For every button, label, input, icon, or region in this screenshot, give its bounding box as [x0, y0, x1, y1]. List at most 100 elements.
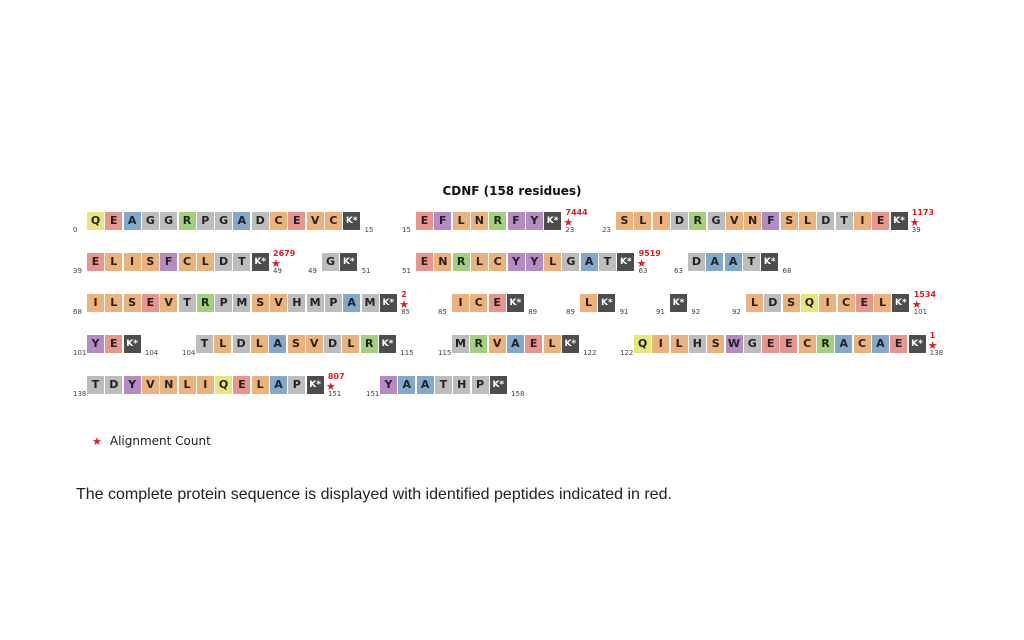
start-position: 85: [438, 308, 447, 316]
residue-cell: A: [871, 335, 889, 353]
residue-cell: H: [688, 335, 706, 353]
residue-cell: Q: [87, 212, 104, 230]
residue-cell: N: [160, 376, 178, 394]
residue-cell: A: [580, 253, 598, 271]
start-position: 39: [73, 267, 82, 275]
residue-cell: T: [742, 253, 760, 271]
residue-cell: Y: [380, 376, 397, 394]
residue-cell: L: [250, 335, 268, 353]
residue-cell: A: [233, 212, 251, 230]
cleavage-residue: K*: [343, 212, 361, 230]
end-position: 23: [565, 226, 575, 234]
start-position: 0: [73, 226, 78, 234]
end-position: 63: [638, 267, 648, 275]
residue-cell: V: [488, 335, 506, 353]
residue-cell: L: [196, 253, 214, 271]
alignment-star-icon: ★: [909, 216, 920, 229]
cleavage-residue: K*: [506, 294, 524, 312]
residue-cell: Y: [525, 253, 543, 271]
residue-cell: E: [233, 376, 251, 394]
residue-cell: S: [141, 253, 159, 271]
cleavage-residue: K*: [340, 253, 358, 271]
cleavage-residue: K*: [890, 212, 908, 230]
residue-cell: W: [725, 335, 743, 353]
residue-cell: H: [453, 376, 471, 394]
alignment-star-icon: ★: [563, 216, 574, 229]
residue-cell: G: [160, 212, 178, 230]
residue-cell: V: [725, 212, 743, 230]
alignment-count: 7444: [565, 208, 588, 217]
residue-cell: C: [837, 294, 855, 312]
residue-cell: L: [746, 294, 763, 312]
residue-cell: F: [762, 212, 780, 230]
residue-cell: A: [835, 335, 853, 353]
start-position: 138: [73, 390, 87, 398]
residue-cell: G: [743, 335, 761, 353]
cleavage-residue: K*: [379, 294, 397, 312]
alignment-count: 1173: [911, 208, 935, 217]
residue-cell: R: [452, 253, 470, 271]
cleavage-residue: K*: [598, 294, 616, 312]
residue-cell: E: [855, 294, 873, 312]
residue-cell: F: [434, 212, 452, 230]
residue-cell: E: [780, 335, 798, 353]
alignment-count: 807: [327, 372, 345, 381]
cleavage-residue: K*: [306, 376, 324, 394]
residue-cell: I: [196, 376, 214, 394]
residue-cell: C: [324, 212, 342, 230]
alignment-star-icon: ★: [399, 298, 409, 311]
residue-cell: R: [470, 335, 488, 353]
residue-cell: V: [141, 376, 159, 394]
residue-cell: Q: [800, 294, 818, 312]
residue-cell: M: [452, 335, 469, 353]
end-position: 89: [528, 308, 538, 316]
residue-cell: D: [688, 253, 705, 271]
alignment-count: 2: [401, 290, 407, 299]
start-position: 49: [308, 267, 317, 275]
residue-cell: Y: [507, 253, 525, 271]
residue-cell: P: [288, 376, 306, 394]
residue-cell: M: [361, 294, 379, 312]
residue-cell: D: [105, 376, 123, 394]
start-position: 68: [73, 308, 82, 316]
end-position: 15: [364, 226, 374, 234]
residue-cell: C: [270, 212, 287, 230]
residue-cell: N: [470, 212, 488, 230]
residue-cell: D: [232, 335, 250, 353]
residue-cell: T: [599, 253, 616, 271]
residue-cell: R: [689, 212, 707, 230]
start-position: 115: [438, 349, 452, 357]
residue-cell: P: [324, 294, 342, 312]
residue-cell: E: [488, 294, 506, 312]
residue-cell: T: [434, 376, 452, 394]
alignment-star-icon: ★: [911, 298, 922, 311]
residue-cell: V: [306, 212, 324, 230]
start-position: 23: [602, 226, 611, 234]
residue-cell: R: [489, 212, 507, 230]
residue-cell: I: [853, 212, 871, 230]
residue-cell: L: [105, 294, 123, 312]
end-position: 104: [144, 349, 159, 357]
end-position: 92: [691, 308, 701, 316]
residue-cell: T: [835, 212, 853, 230]
residue-cell: D: [324, 335, 342, 353]
figure-title: CDNF (158 residues): [442, 184, 582, 198]
cleavage-residue: K*: [251, 253, 269, 271]
residue-cell: N: [434, 253, 452, 271]
residue-cell: I: [819, 294, 837, 312]
residue-cell: D: [251, 212, 269, 230]
residue-cell: N: [744, 212, 762, 230]
residue-cell: S: [780, 212, 798, 230]
legend: ★Alignment Count: [92, 434, 211, 448]
residue-cell: S: [251, 294, 269, 312]
residue-cell: P: [196, 212, 214, 230]
residue-cell: L: [214, 335, 232, 353]
residue-cell: C: [489, 253, 507, 271]
residue-cell: E: [416, 253, 433, 271]
residue-cell: D: [817, 212, 835, 230]
cleavage-residue: K*: [617, 253, 635, 271]
end-position: 122: [583, 349, 597, 357]
residue-cell: V: [160, 294, 178, 312]
start-position: 89: [566, 308, 575, 316]
alignment-count: 1534: [913, 290, 936, 299]
